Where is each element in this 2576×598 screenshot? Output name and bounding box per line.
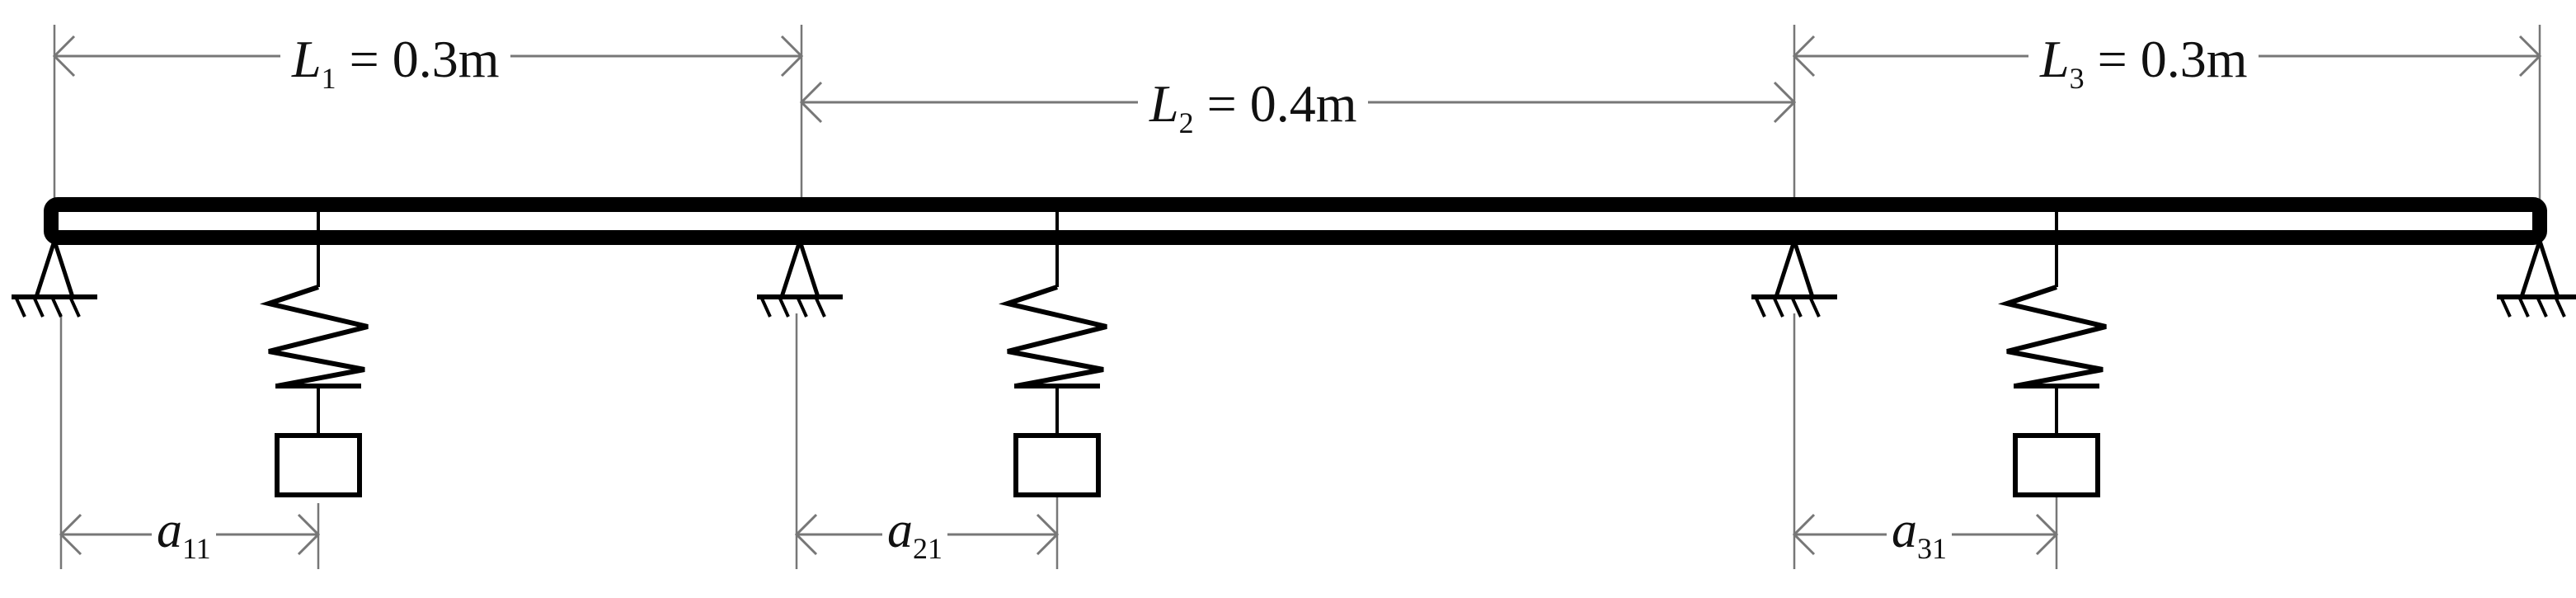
spring-mass-absorber-1 xyxy=(269,239,368,495)
span-index: 2 xyxy=(1178,106,1194,139)
position-symbol: a xyxy=(157,502,182,558)
position-index: 21 xyxy=(913,532,942,565)
span-label-1: L1 = 0.3m xyxy=(280,30,511,95)
spring-mass-absorber-3 xyxy=(2007,239,2106,495)
beam xyxy=(44,197,2547,245)
span-symbol: L xyxy=(2040,30,2070,88)
equals-sign: = xyxy=(2097,30,2127,88)
absorber-position-label-2: a21 xyxy=(882,505,947,563)
span-value: 0.4m xyxy=(1249,74,1357,133)
pin-support-icon xyxy=(2497,241,2576,317)
pin-support-icon xyxy=(757,241,843,317)
absorber-position-label-3: a31 xyxy=(1887,505,1952,563)
span-value: 0.3m xyxy=(2140,30,2248,88)
span-value: 0.3m xyxy=(392,30,500,88)
equals-sign: = xyxy=(349,30,379,88)
spring-mass-absorber-2 xyxy=(1008,239,1107,495)
position-symbol: a xyxy=(887,502,913,558)
span-label-2: L2 = 0.4m xyxy=(1138,78,1369,139)
pin-support-icon xyxy=(12,241,97,317)
span-symbol: L xyxy=(292,30,322,88)
position-symbol: a xyxy=(1892,502,1917,558)
absorber-position-label-1: a11 xyxy=(152,505,216,563)
span-index: 1 xyxy=(321,62,336,95)
position-index: 31 xyxy=(1917,532,1947,565)
span-index: 3 xyxy=(2069,62,2085,95)
span-label-3: L3 = 0.3m xyxy=(2028,33,2259,93)
pin-support-icon xyxy=(1751,241,1837,317)
span-symbol: L xyxy=(1149,74,1179,133)
equals-sign: = xyxy=(1206,74,1237,133)
position-index: 11 xyxy=(182,532,211,565)
